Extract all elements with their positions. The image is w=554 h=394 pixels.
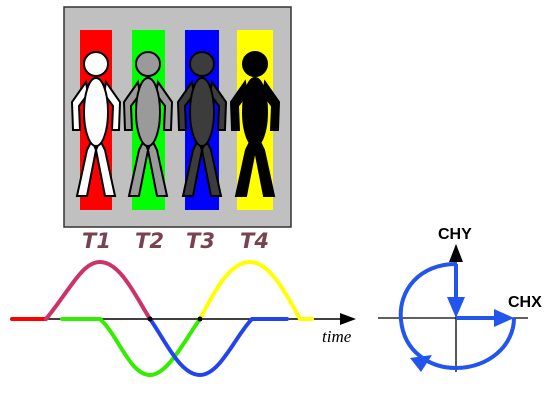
wave-yellow-phase <box>198 259 314 321</box>
phasor-y-arrowhead <box>449 244 463 262</box>
figures-panel <box>63 6 292 228</box>
phasor-x-label: CHX <box>508 294 542 311</box>
phasor-horizontal-arrowhead <box>494 309 514 327</box>
label-t4: T4 <box>240 229 269 253</box>
phasor-arc-arrowhead <box>410 355 432 372</box>
label-t3: T3 <box>186 229 215 253</box>
wave-red-phase <box>44 259 152 321</box>
zero-crossing-dot-2 <box>197 316 203 322</box>
phasor-diagram: CHY CHX <box>378 226 542 372</box>
figure-person-3 <box>176 51 228 197</box>
phasor-y-label: CHY <box>438 226 472 243</box>
wave-green-dip <box>98 317 202 378</box>
phasor-rotation-arc <box>398 262 516 371</box>
label-t2: T2 <box>135 229 164 253</box>
figure-person-4 <box>229 51 281 197</box>
figure-person-2 <box>122 51 174 197</box>
zero-crossing-dot-1 <box>147 316 153 322</box>
time-axis-arrowhead <box>340 313 356 325</box>
waveform: time <box>10 259 356 378</box>
phasor-vertical-arrowhead <box>447 297 465 318</box>
time-label: time <box>322 327 352 346</box>
figure-person-1 <box>70 51 122 197</box>
wave-blue-phase <box>148 317 289 378</box>
label-t1: T1 <box>82 229 111 253</box>
